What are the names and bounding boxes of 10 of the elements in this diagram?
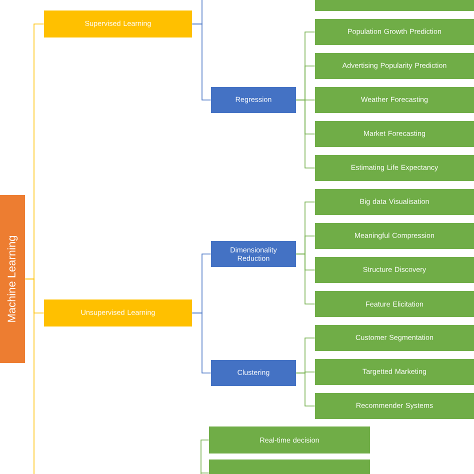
- connector-line: [296, 100, 316, 168]
- application-box: [315, 0, 474, 11]
- connector-line: [192, 24, 212, 100]
- connector-line: [296, 372, 316, 406]
- application-box: [209, 460, 370, 474]
- connector-line: [24, 278, 34, 474]
- root-box: Machine Learning: [0, 195, 25, 363]
- connector-line: [200, 440, 210, 474]
- connector-line: [192, 312, 212, 374]
- connector-line: [296, 254, 316, 304]
